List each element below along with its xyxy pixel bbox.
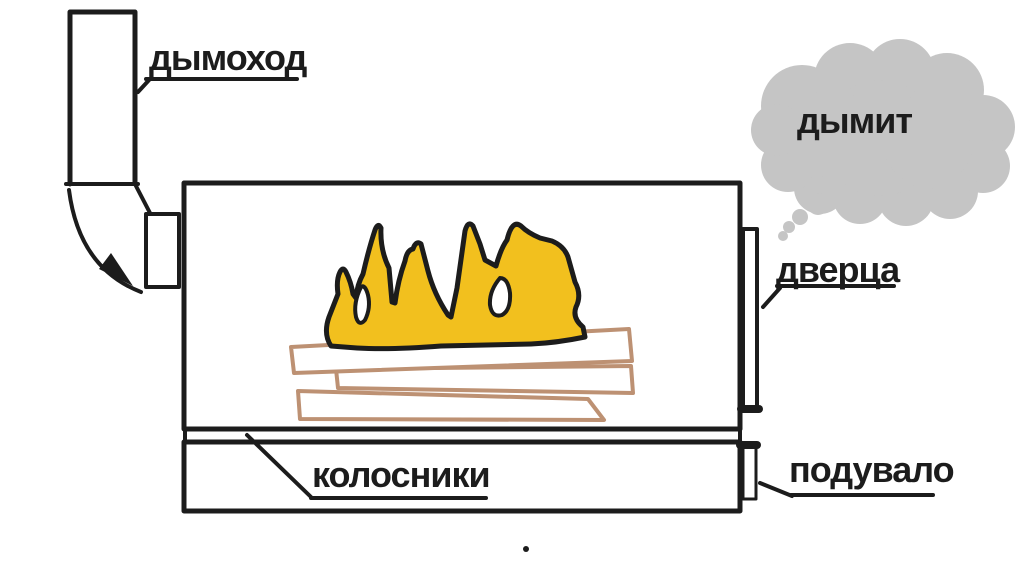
log-middle: [334, 364, 635, 395]
flame-hole-right: [487, 276, 513, 318]
label-smoking: дымит: [797, 100, 913, 141]
ash-box: [181, 439, 743, 514]
smoke-puff: [788, 90, 876, 178]
log-bottom: [296, 389, 606, 422]
dot-mark: [523, 546, 529, 552]
ash-door: [741, 445, 758, 501]
flame: [323, 221, 588, 352]
smoke-trail-puff: [792, 209, 808, 225]
ashpit-leader-line: [758, 481, 794, 498]
chimney: [64, 9, 181, 294]
flue-connector: [144, 212, 181, 289]
smoke-puff: [882, 94, 974, 186]
smoke-trail-puff: [783, 221, 795, 233]
smoke-trail-puff: [807, 193, 829, 215]
label-lines: [136, 77, 935, 500]
chimney-elbow-arc: [67, 188, 143, 294]
firebox: [181, 180, 743, 432]
fire-door-group: [737, 227, 763, 413]
ash-box-group: [181, 427, 761, 514]
smoke-cloud: [751, 39, 1015, 241]
label-ash-pit: подувало: [789, 449, 955, 490]
flame-hole-left: [353, 284, 371, 325]
smoke-trail-puff: [778, 231, 788, 241]
draft-arrowhead-icon: [99, 253, 133, 286]
chimney-elbow-right-edge: [134, 184, 152, 215]
fire-door: [741, 227, 759, 411]
chimney-leader-line: [136, 77, 152, 94]
grate-leader-line: [245, 433, 313, 499]
label-chimney: дымоход: [149, 37, 307, 78]
chimney-pipe: [67, 9, 138, 187]
door-leader-line: [761, 286, 782, 309]
label-door: дверца: [776, 249, 900, 290]
label-grate: колосники: [312, 454, 491, 495]
fire: [323, 221, 588, 352]
